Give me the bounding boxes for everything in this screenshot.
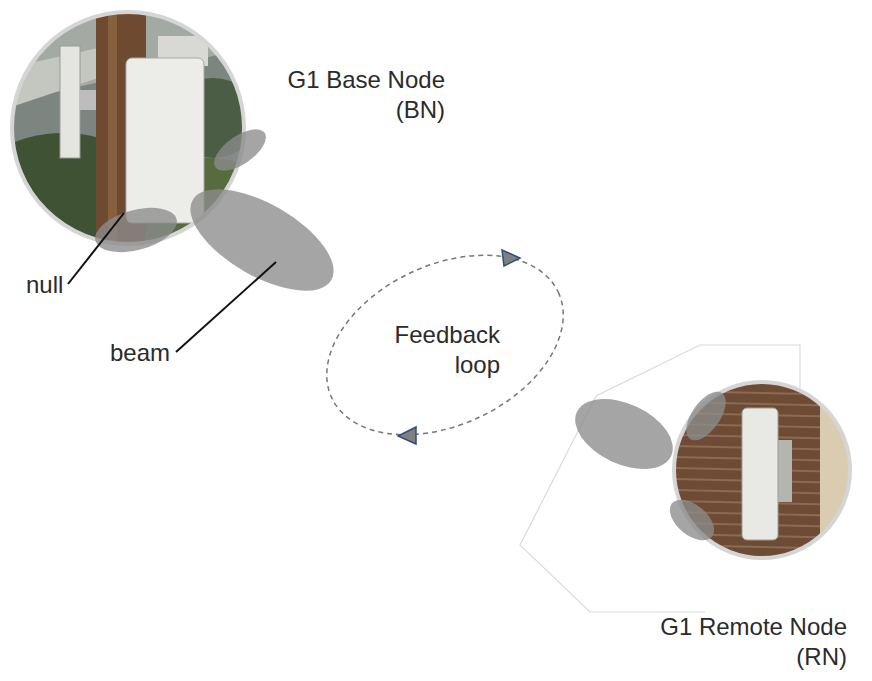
node-label: Feedback loop [375, 320, 500, 380]
base-node-shape [8, 8, 248, 248]
leader-line [176, 262, 276, 352]
node-label: G1 Base Node (BN) [265, 65, 445, 125]
remote-node: G1 Remote Node (RN) [672, 380, 852, 560]
beam-label: beam [110, 338, 170, 368]
feedback-loop: Feedback loop [315, 245, 585, 445]
node-label: G1 Remote Node (RN) [632, 612, 847, 672]
leader-line [68, 213, 124, 284]
remote-node-shape [672, 380, 852, 560]
null-label: null [26, 270, 63, 300]
base-node: G1 Base Node (BN) [8, 8, 248, 248]
